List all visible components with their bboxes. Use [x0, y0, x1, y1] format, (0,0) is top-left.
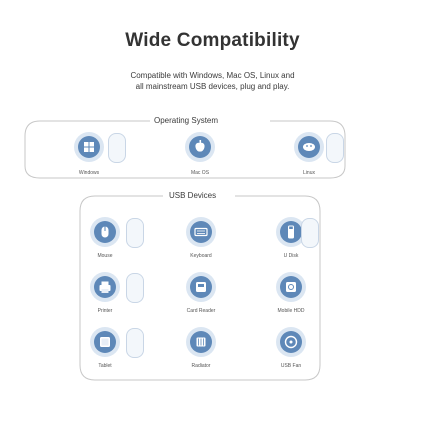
- os-frame: [24, 120, 346, 179]
- mouse-side-icon: [126, 218, 144, 248]
- radiator-icon: [186, 327, 216, 357]
- tablet-icon: [90, 327, 120, 357]
- mouse-icon: [90, 217, 120, 247]
- usb-caption-mobile-hdd: Mobile HDD: [277, 308, 305, 314]
- usb-caption-card-reader: Card Reader: [186, 308, 216, 314]
- page-title: Wide Compatibility: [125, 30, 300, 51]
- subtitle-line-2: all mainstream USB devices, plug and pla…: [135, 82, 290, 91]
- linux-side-icon: [326, 133, 344, 163]
- usb-section-label: USB Devices: [166, 191, 220, 200]
- usb-caption-tablet: Tablet: [98, 363, 112, 369]
- usb-caption-keyboard: Keyboard: [190, 253, 212, 259]
- printer-side-icon: [126, 273, 144, 303]
- usb-caption-mouse: Mouse: [97, 253, 113, 259]
- keyboard-icon: [186, 217, 216, 247]
- usb-caption-usb-fan: USB Fan: [280, 363, 302, 369]
- os-section-label: Operating System: [151, 116, 222, 125]
- card-reader-icon: [186, 272, 216, 302]
- fan-icon: [276, 327, 306, 357]
- page-subtitle: Compatible with Windows, Mac OS, Linux a…: [60, 70, 365, 92]
- os-caption-windows: Windows: [78, 170, 100, 176]
- tablet-side-icon: [126, 328, 144, 358]
- usb-caption-udisk: U Disk: [283, 253, 299, 259]
- udisk-side-icon: [301, 218, 319, 248]
- hard-drive-icon: [276, 272, 306, 302]
- windows-icon: [74, 132, 104, 162]
- usb-frame: [79, 195, 321, 381]
- usb-caption-printer: Printer: [97, 308, 113, 314]
- os-caption-macos: Mac OS: [190, 170, 210, 176]
- subtitle-line-1: Compatible with Windows, Mac OS, Linux a…: [130, 71, 295, 80]
- printer-icon: [90, 272, 120, 302]
- apple-icon: [185, 132, 215, 162]
- usb-caption-radiator: Radiator: [191, 363, 211, 369]
- windows-side-icon: [108, 133, 126, 163]
- os-caption-linux: Linux: [303, 170, 315, 176]
- linux-icon: [294, 132, 324, 162]
